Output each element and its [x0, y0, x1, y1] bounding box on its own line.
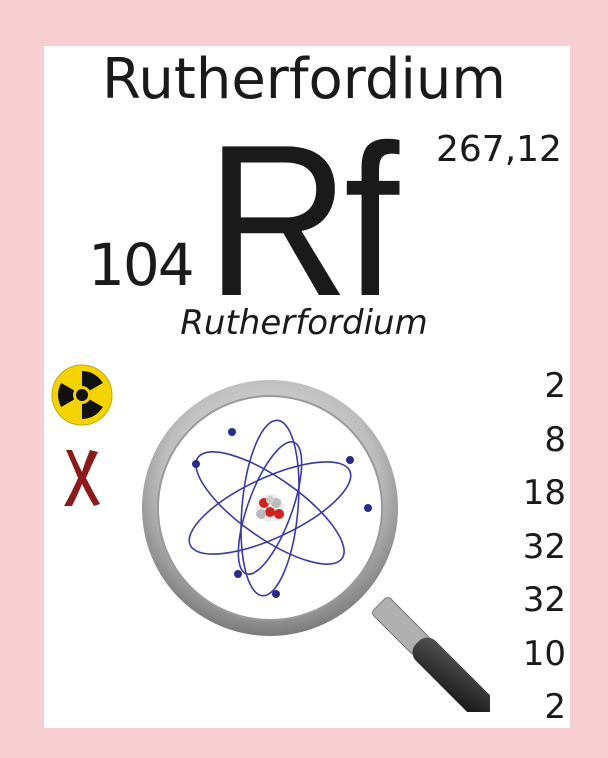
shell-6: 10 — [522, 633, 566, 674]
atomic-mass: 267,12 — [436, 129, 562, 170]
electron-shells: 2 8 18 32 32 10 2 — [486, 360, 566, 735]
atomic-number: 104 — [88, 231, 195, 299]
element-latin-name: Rutherfordium — [180, 303, 428, 343]
shell-1: 2 — [544, 366, 566, 406]
element-name: Rutherfordium — [102, 47, 506, 112]
x-mark-icon — [64, 450, 100, 506]
shell-5: 32 — [522, 580, 566, 620]
shell-3: 18 — [522, 473, 566, 513]
shell-7: 2 — [544, 687, 566, 727]
shell-2: 8 — [544, 419, 566, 460]
element-symbol: Rf — [206, 99, 399, 341]
radioactive-icon — [51, 364, 113, 426]
magnifier-atom-icon — [142, 380, 490, 712]
shell-4: 32 — [522, 526, 566, 567]
